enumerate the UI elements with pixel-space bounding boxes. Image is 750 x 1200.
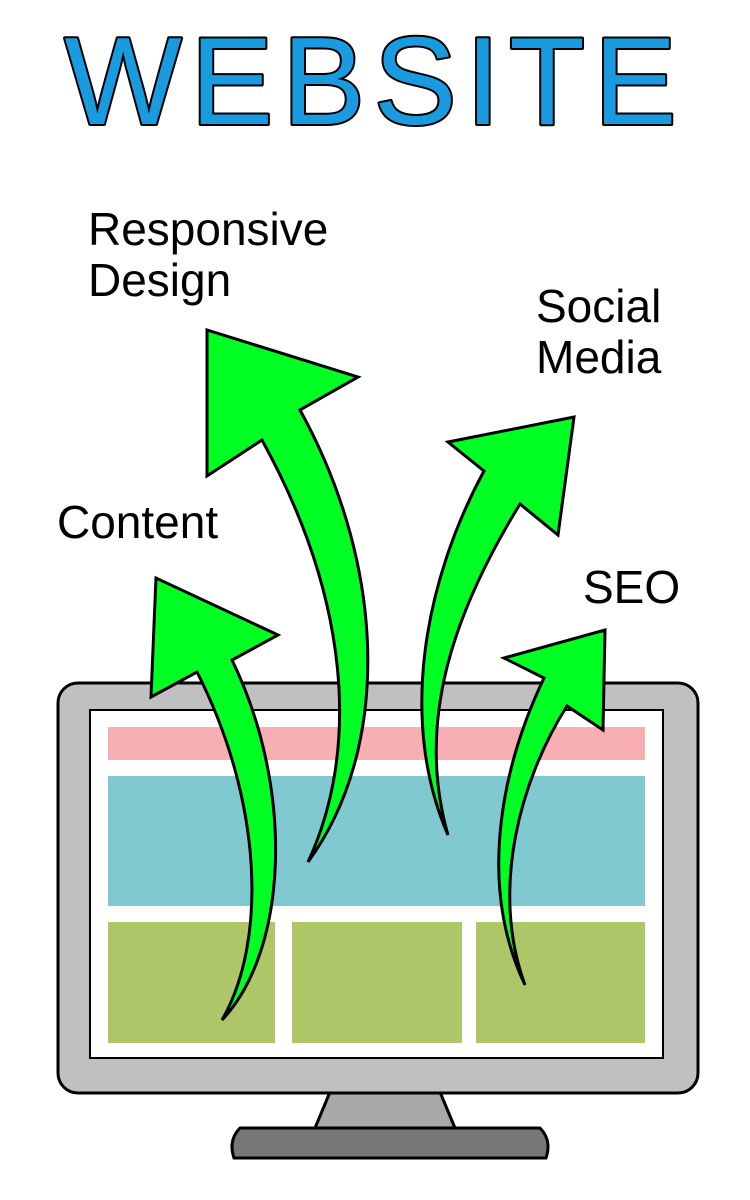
curved-arrow-icon: [497, 628, 607, 986]
label-social-line1: Social: [536, 280, 661, 332]
webpage-content-block: [292, 922, 462, 1043]
diagram-title: WEBSITE: [64, 13, 685, 151]
curved-arrow-icon: [205, 327, 370, 863]
webpage-hero-block: [108, 776, 645, 906]
label-seo: SEO: [583, 561, 680, 613]
monitor-base: [230, 1126, 550, 1160]
monitor-icon: [56, 681, 700, 1160]
monitor-stand: [312, 1090, 458, 1130]
webpage-header-block: [108, 727, 645, 760]
label-social-line2: Media: [536, 331, 662, 383]
webpage-content-block: [476, 922, 645, 1043]
curved-arrow-icon: [420, 415, 576, 836]
curved-arrow-icon: [149, 575, 282, 1022]
label-responsive-line2: Design: [88, 254, 231, 306]
label-content: Content: [57, 496, 218, 548]
label-responsive-line1: Responsive: [88, 203, 328, 255]
